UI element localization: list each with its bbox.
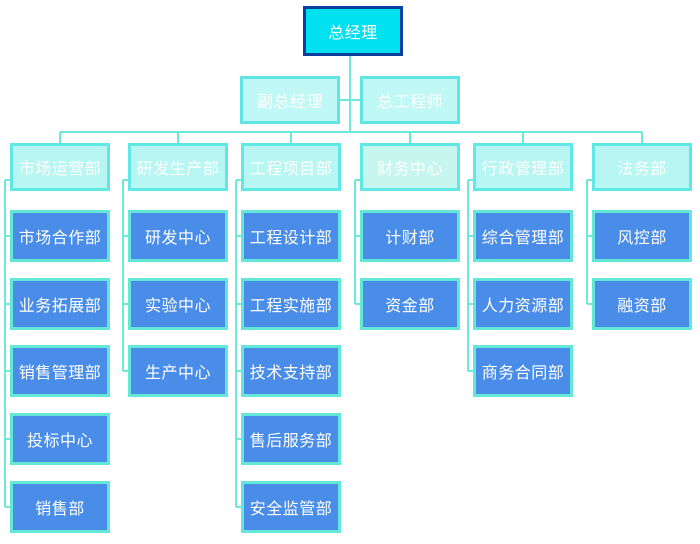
unit-market-cooperation: 市场合作部 bbox=[10, 210, 110, 262]
dept-administration: 行政管理部 bbox=[473, 143, 573, 191]
unit-production-center: 生产中心 bbox=[128, 345, 228, 397]
unit-after-sales-service: 售后服务部 bbox=[241, 413, 341, 465]
unit-engineering-design: 工程设计部 bbox=[241, 210, 341, 262]
unit-risk-control: 风控部 bbox=[592, 210, 692, 262]
unit-safety-supervision: 安全监管部 bbox=[241, 481, 341, 533]
unit-rnd-center: 研发中心 bbox=[128, 210, 228, 262]
unit-engineering-implementation: 工程实施部 bbox=[241, 278, 341, 330]
unit-accounting: 计财部 bbox=[360, 210, 460, 262]
dept-finance-center: 财务中心 bbox=[360, 143, 460, 191]
dept-market-operations: 市场运营部 bbox=[10, 143, 110, 191]
dept-rnd-production: 研发生产部 bbox=[128, 143, 228, 191]
unit-business-contracts: 商务合同部 bbox=[473, 345, 573, 397]
node-chief-engineer: 总工程师 bbox=[360, 76, 460, 124]
unit-bidding-center: 投标中心 bbox=[10, 413, 110, 465]
unit-financing: 融资部 bbox=[592, 278, 692, 330]
unit-human-resources: 人力资源部 bbox=[473, 278, 573, 330]
unit-sales-management: 销售管理部 bbox=[10, 345, 110, 397]
unit-funds: 资金部 bbox=[360, 278, 460, 330]
node-general-manager: 总经理 bbox=[303, 6, 403, 56]
unit-technical-support: 技术支持部 bbox=[241, 345, 341, 397]
dept-legal: 法务部 bbox=[592, 143, 692, 191]
unit-general-management: 综合管理部 bbox=[473, 210, 573, 262]
node-vice-general-manager: 副总经理 bbox=[240, 76, 340, 124]
dept-engineering-projects: 工程项目部 bbox=[241, 143, 341, 191]
unit-business-development: 业务拓展部 bbox=[10, 278, 110, 330]
unit-lab-center: 实验中心 bbox=[128, 278, 228, 330]
unit-sales: 销售部 bbox=[10, 481, 110, 533]
